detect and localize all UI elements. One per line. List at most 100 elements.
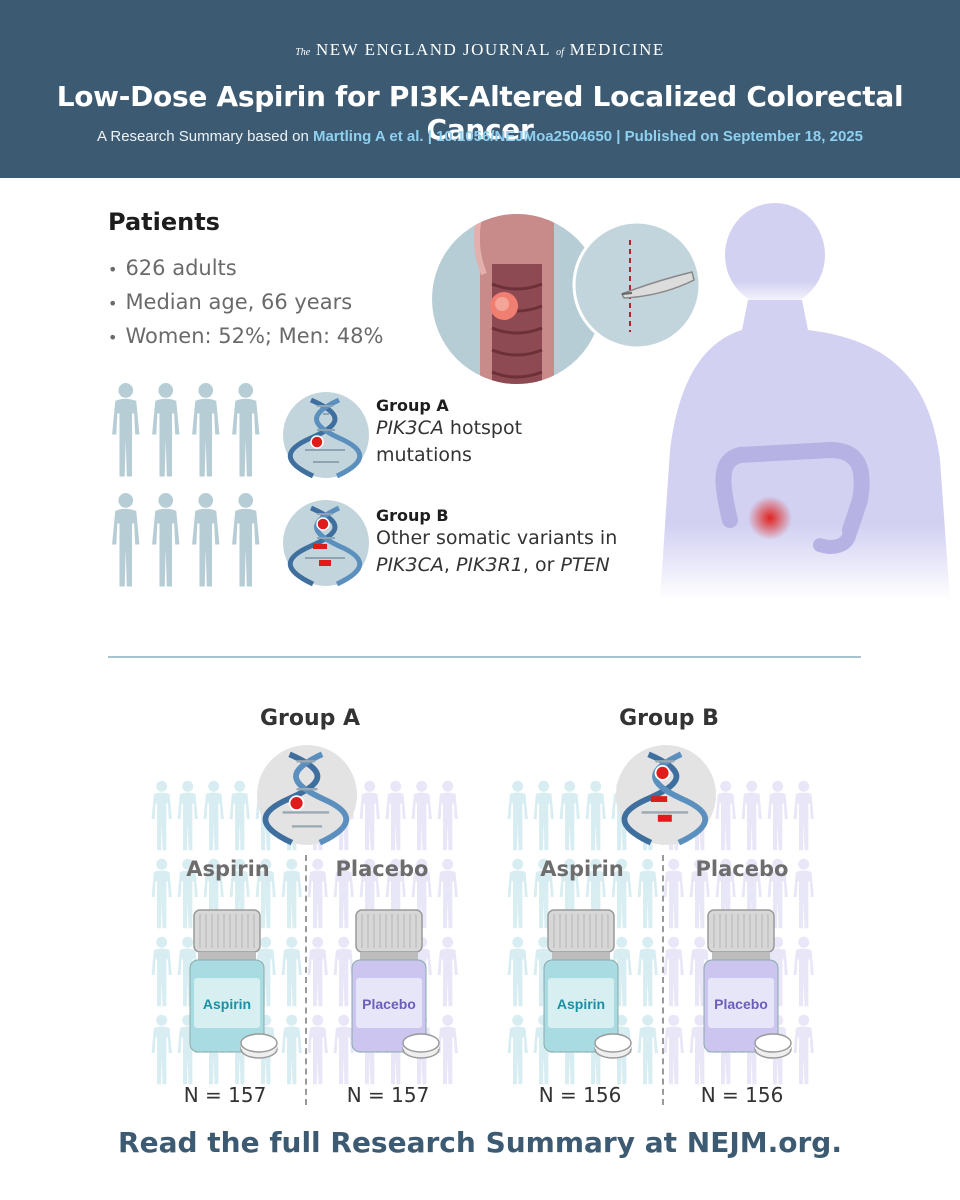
- person-figure: [333, 858, 354, 929]
- person-figure: [307, 936, 328, 1007]
- person-figure: [559, 780, 580, 851]
- person-figure: [533, 858, 554, 929]
- person-figure: [689, 1014, 710, 1085]
- person-figure: [152, 493, 180, 587]
- person-figure: [112, 383, 140, 477]
- person-figure: [192, 383, 220, 477]
- person-figure: [637, 936, 658, 1007]
- patients-item: Median age, 66 years: [108, 290, 383, 324]
- person-figure: [767, 780, 788, 851]
- person-figure: [333, 1014, 354, 1085]
- patients-heading: Patients: [108, 208, 220, 236]
- person-figure: [112, 493, 140, 587]
- person-figure: [793, 936, 814, 1007]
- person-figure: [533, 780, 554, 851]
- person-figure: [507, 780, 528, 851]
- person-figure: [611, 858, 632, 929]
- arm-label-a-placebo: Placebo: [335, 857, 429, 881]
- n-count-b-aspirin: N = 156: [538, 1083, 622, 1107]
- n-count-b-placebo: N = 156: [700, 1083, 784, 1107]
- person-figure: [585, 780, 606, 851]
- citation-link[interactable]: Martling A et al. | 10.1056/NEJMoa250465…: [312, 128, 863, 145]
- header-banner: The NEW ENGLAND JOURNAL of MEDICINE Low-…: [0, 0, 960, 178]
- aspirin-bottle-icon: Aspirin: [189, 909, 278, 1059]
- person-figure: [663, 858, 684, 929]
- person-figure: [232, 383, 260, 477]
- person-figure: [255, 936, 276, 1007]
- randomization-group-b-heading: Group B: [619, 706, 719, 731]
- dna-icon-randomization-a: [257, 745, 357, 846]
- person-figure: [793, 780, 814, 851]
- group-a-label: Group A: [376, 396, 449, 415]
- svg-text:Placebo: Placebo: [362, 996, 416, 1012]
- colon-tumor-illustration: [432, 214, 602, 384]
- person-figure: [411, 858, 432, 929]
- group-b-label: Group B: [376, 506, 449, 525]
- person-figure: [507, 858, 528, 929]
- dna-icon-group-b: [283, 500, 369, 587]
- patients-item: 626 adults: [108, 256, 383, 290]
- journal-masthead: The NEW ENGLAND JOURNAL of MEDICINE: [295, 40, 665, 59]
- person-figure: [437, 858, 458, 929]
- arm-label-a-aspirin: Aspirin: [186, 857, 270, 881]
- patient-figures-group-a: [112, 383, 260, 477]
- person-figure: [281, 1014, 302, 1085]
- person-figure: [359, 858, 380, 929]
- person-figure: [232, 493, 260, 587]
- person-figure: [307, 858, 328, 929]
- person-figure: [585, 858, 606, 929]
- person-figure: [192, 493, 220, 587]
- person-figure: [689, 936, 710, 1007]
- person-figure: [663, 936, 684, 1007]
- arm-label-b-aspirin: Aspirin: [540, 857, 624, 881]
- scalpel-illustration: [572, 220, 702, 350]
- person-figure: [333, 936, 354, 1007]
- arm-divider-a: [305, 855, 307, 1105]
- body-silhouette-illustration: [660, 203, 950, 600]
- person-figure: [507, 1014, 528, 1085]
- patient-figures-group-b: [112, 493, 260, 587]
- person-figure: [177, 936, 198, 1007]
- svg-text:Aspirin: Aspirin: [557, 996, 605, 1012]
- person-figure: [689, 858, 710, 929]
- dna-icon-randomization-b: [616, 745, 716, 846]
- person-figure: [203, 780, 224, 851]
- section-divider: [108, 656, 861, 658]
- svg-text:Placebo: Placebo: [714, 996, 768, 1012]
- person-figure: [151, 936, 172, 1007]
- dna-icon-group-a: [283, 392, 369, 479]
- person-figure: [793, 858, 814, 929]
- person-figure: [559, 858, 580, 929]
- person-figure: [437, 780, 458, 851]
- person-figure: [255, 858, 276, 929]
- randomization-group-a-heading: Group A: [259, 706, 361, 731]
- person-figure: [437, 936, 458, 1007]
- n-count-a-placebo: N = 157: [346, 1083, 430, 1107]
- person-figure: [177, 780, 198, 851]
- crowd-background-group-a: [151, 780, 458, 1085]
- person-figure: [307, 1014, 328, 1085]
- person-figure: [203, 858, 224, 929]
- person-figure: [385, 780, 406, 851]
- person-figure: [715, 858, 736, 929]
- person-figure: [437, 1014, 458, 1085]
- person-figure: [411, 780, 432, 851]
- person-figure: [359, 780, 380, 851]
- person-figure: [229, 780, 250, 851]
- person-figure: [793, 1014, 814, 1085]
- n-count-a-aspirin: N = 157: [183, 1083, 267, 1107]
- person-figure: [715, 780, 736, 851]
- footer-link[interactable]: Read the full Research Summary at NEJM.o…: [118, 1126, 842, 1159]
- placebo-bottle-icon: Placebo: [703, 909, 792, 1059]
- person-figure: [177, 858, 198, 929]
- patients-list: 626 adults Median age, 66 years Women: 5…: [108, 256, 383, 358]
- person-figure: [637, 1014, 658, 1085]
- person-figure: [229, 858, 250, 929]
- person-figure: [663, 1014, 684, 1085]
- person-figure: [151, 1014, 172, 1085]
- arm-divider-b: [662, 855, 664, 1105]
- subtitle-prefix: A Research Summary based on: [97, 128, 309, 145]
